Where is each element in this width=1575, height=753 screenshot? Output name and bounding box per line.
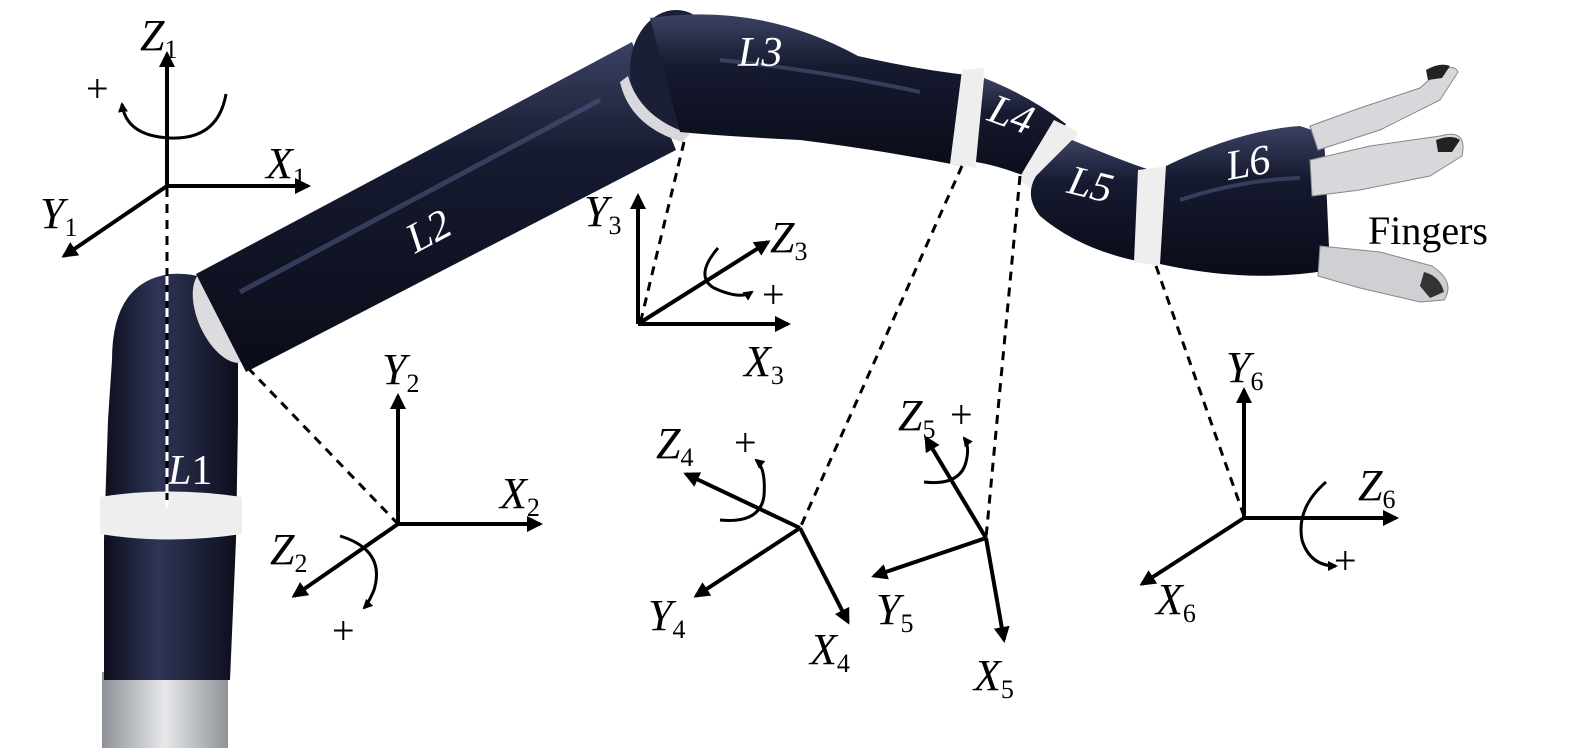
frame-1-rotation-arrow — [118, 93, 228, 140]
frame-3-x-label: X3 — [742, 337, 784, 390]
frame-5-y-label: Y5 — [876, 585, 913, 638]
frame-3-y-label: Y3 — [584, 187, 621, 240]
frame-2-plus: + — [332, 608, 355, 653]
link-label-3: L3 — [737, 30, 782, 76]
frame-5-x-label: X5 — [972, 651, 1014, 704]
frame-5-x-axis — [984, 537, 1010, 643]
frame-4 — [683, 458, 850, 625]
frame-6-plus: + — [1334, 538, 1357, 583]
arm-link-6 — [1160, 126, 1330, 276]
fingers-label: Fingers — [1368, 208, 1488, 253]
frame-4-rotation-arrow — [719, 458, 766, 522]
link-label-5: L5 — [1062, 157, 1117, 213]
robot-arm — [100, 10, 1464, 748]
frame-2-z-axis — [291, 522, 400, 598]
frame-2-x-label: X2 — [498, 469, 540, 522]
arm-link-3 — [650, 14, 976, 166]
arm-link-1 — [104, 273, 238, 680]
frame-6-x-axis — [1139, 516, 1246, 586]
arm-ring-2 — [950, 68, 984, 168]
frame-4-x-axis — [798, 527, 850, 625]
leader-3 — [638, 141, 686, 325]
frame-4-z-label: Z4 — [656, 419, 693, 472]
frame-5 — [871, 435, 1010, 643]
frame-4-x-label: X4 — [808, 625, 850, 678]
frame-3-z-axis — [636, 240, 771, 326]
leader-2 — [246, 366, 400, 526]
frame-1-plus: + — [86, 66, 109, 111]
leader-6 — [1154, 265, 1246, 517]
frame-1-x-label: X1 — [264, 139, 306, 192]
frame-5-plus: + — [950, 392, 973, 437]
link-label-6: L6 — [1221, 137, 1274, 190]
frame-5-z-label: Z5 — [898, 391, 935, 444]
frame-4-z-axis — [683, 472, 801, 530]
frame-2-rotation-arrow — [339, 534, 378, 610]
arm-ring-4 — [1134, 166, 1168, 266]
frame-1-z-label: Z1 — [140, 11, 177, 64]
gripper-fingers — [1309, 64, 1464, 303]
arm-ring-elbow — [620, 76, 690, 142]
frame-3-rotation-arrow — [703, 247, 754, 301]
frame-3-z-label: Z3 — [770, 213, 807, 266]
frame-1-y-axis — [61, 184, 169, 258]
leader-5 — [984, 175, 1022, 539]
frame-3 — [630, 193, 791, 332]
frame-6-z-label: Z6 — [1358, 461, 1395, 514]
frame-6-rotation-arrow — [1299, 480, 1338, 571]
frame-6-y-label: Y6 — [1226, 343, 1263, 396]
arm-link-5 — [1030, 140, 1150, 262]
link-label-1: L1 — [167, 448, 212, 494]
arm-ring-1 — [100, 491, 242, 540]
frame-2-y-label: Y2 — [382, 345, 419, 398]
frame-5-rotation-arrow — [923, 436, 973, 485]
frame-2 — [291, 393, 543, 610]
frame-4-y-label: Y4 — [648, 591, 685, 644]
frame-5-z-axis — [924, 435, 988, 540]
arm-base-metal — [102, 672, 228, 748]
frame-2-z-label: Z2 — [270, 525, 307, 578]
frame-6 — [1139, 387, 1399, 586]
frame-1 — [61, 51, 311, 258]
frame-3-plus: + — [762, 272, 785, 317]
frame-1-y-label: Y1 — [40, 189, 77, 242]
frame-6-x-label: X6 — [1154, 575, 1196, 628]
leader-4 — [798, 165, 964, 529]
arm-ring-3 — [1018, 120, 1078, 196]
frame-4-y-axis — [693, 526, 802, 598]
frame-5-y-axis — [871, 536, 987, 580]
frame-4-plus: + — [734, 420, 757, 465]
